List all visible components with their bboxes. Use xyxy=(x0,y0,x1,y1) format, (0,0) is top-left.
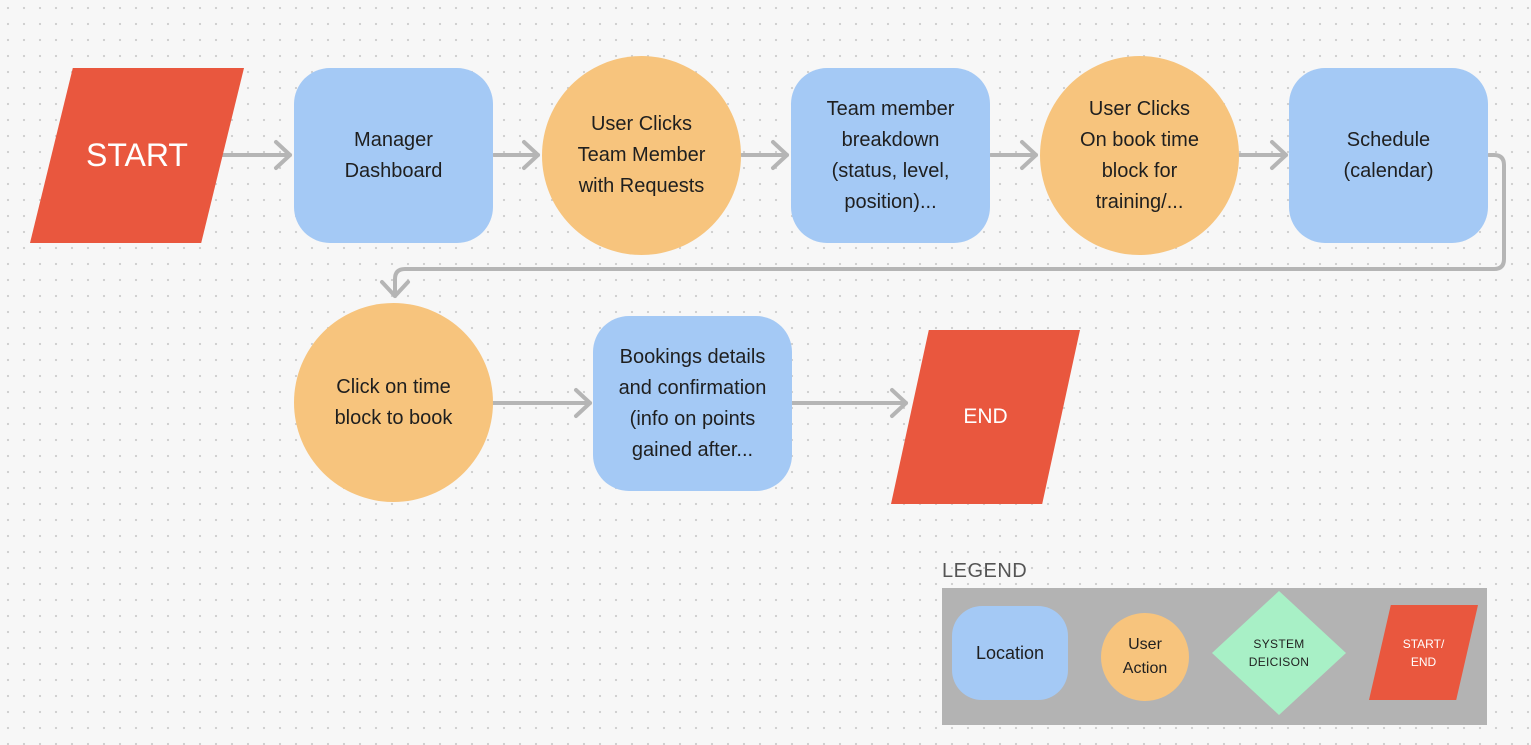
legend-system-decision-swatch: SYSTEM DEICISON xyxy=(1212,591,1346,715)
bookings-details-node: Bookings details and confirmation (info … xyxy=(593,316,792,491)
connector-breakdown-to-book-time xyxy=(989,140,1038,170)
team-member-breakdown-node: Team member breakdown (status, level, po… xyxy=(791,68,990,243)
start-node: START xyxy=(30,68,244,243)
connector-book-time-to-schedule xyxy=(1238,140,1288,170)
legend-start-end-swatch: START/ END xyxy=(1369,605,1478,700)
legend-user-action-swatch: User Action xyxy=(1101,613,1189,701)
legend-system-decision-label: SYSTEM DEICISON xyxy=(1248,637,1310,669)
legend-start-end-label: START/ END xyxy=(1402,636,1445,669)
end-node: END xyxy=(891,330,1080,504)
manager-dashboard-node: Manager Dashboard xyxy=(294,68,493,243)
connector-user-clicks-to-breakdown xyxy=(740,140,789,170)
connector-click-time-block-to-bookings xyxy=(491,388,592,418)
legend-title: LEGEND xyxy=(942,560,1028,582)
schedule-node: Schedule (calendar) xyxy=(1289,68,1488,243)
end-node-label: END xyxy=(963,405,1008,428)
start-node-label: START xyxy=(86,137,188,173)
user-clicks-team-member-node: User Clicks Team Member with Requests xyxy=(542,56,741,255)
user-clicks-book-time-node: User Clicks On book time block for train… xyxy=(1040,56,1239,255)
legend-location-swatch: Location xyxy=(952,606,1068,700)
connector-bookings-to-end xyxy=(790,388,908,418)
click-time-block-node: Click on time block to book xyxy=(294,303,493,502)
connector-dashboard-to-user-clicks xyxy=(492,140,540,170)
